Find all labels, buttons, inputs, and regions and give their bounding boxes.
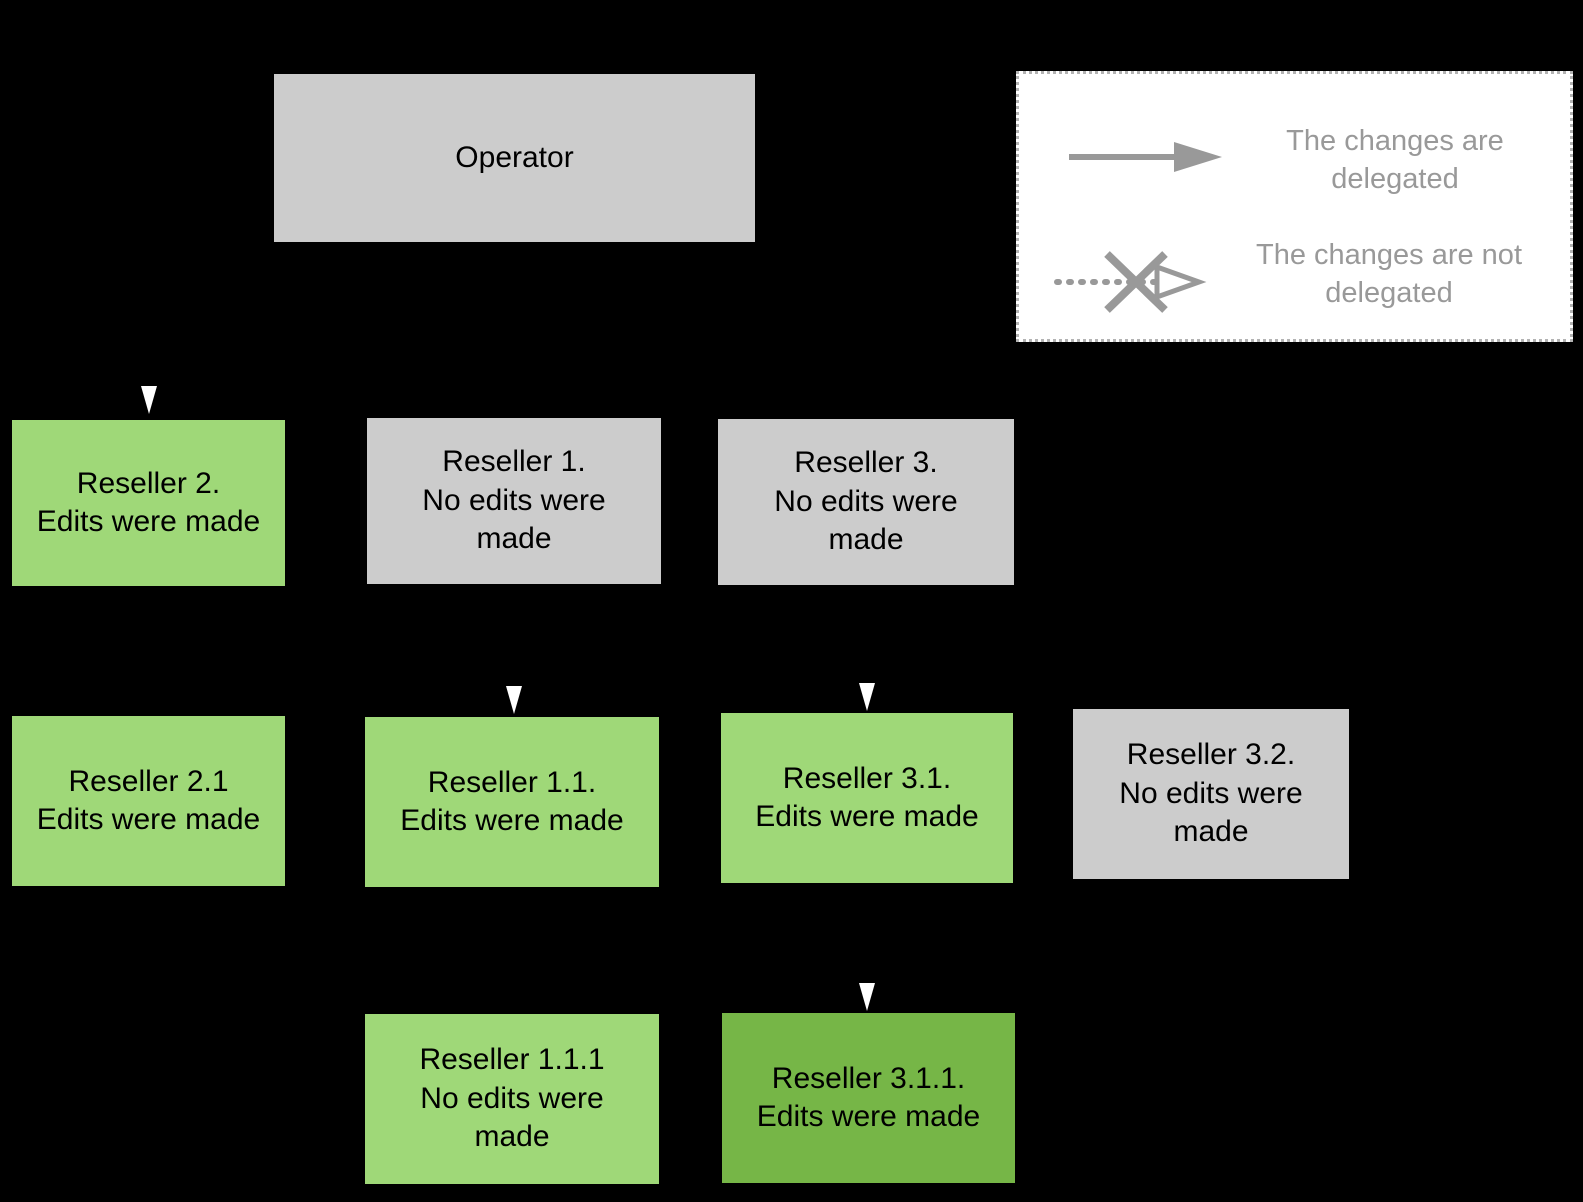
- arrowhead-icon: [859, 983, 875, 1011]
- node-reseller-3-1-label: Reseller 3.1. Edits were made: [755, 761, 979, 833]
- node-reseller-1-1-1[interactable]: Reseller 1.1.1 No edits were made: [365, 1014, 659, 1184]
- edge-reseller-3-1-to-reseller-3-1-1: [838, 883, 898, 1019]
- legend-label-not-delegated: The changes are not delegated: [1255, 239, 1522, 310]
- node-operator[interactable]: Operator: [274, 74, 755, 242]
- node-reseller-3-1-1-label: Reseller 3.1.1. Edits were made: [756, 1061, 981, 1133]
- legend-panel: The changes are delegated The changes ar…: [1016, 71, 1573, 342]
- node-reseller-3-1[interactable]: Reseller 3.1. Edits were made: [721, 713, 1013, 883]
- edge-reseller-1-to-reseller-1-1: [485, 584, 545, 724]
- node-reseller-1[interactable]: Reseller 1. No edits were made: [367, 418, 661, 584]
- node-reseller-1-1-1-label: Reseller 1.1.1 No edits were made: [419, 1043, 605, 1154]
- solid-arrow-icon: [1064, 136, 1244, 176]
- node-reseller-3-2[interactable]: Reseller 3.2. No edits were made: [1073, 709, 1349, 879]
- legend-label-delegated: The changes are delegated: [1286, 125, 1504, 196]
- arrowhead-icon: [859, 683, 875, 711]
- node-reseller-2-1-label: Reseller 2.1 Edits were made: [36, 764, 261, 836]
- node-reseller-1-label: Reseller 1. No edits were made: [422, 445, 606, 556]
- node-reseller-3[interactable]: Reseller 3. No edits were made: [718, 419, 1014, 585]
- node-reseller-2-label: Reseller 2. Edits were made: [36, 466, 261, 538]
- edge-operator-to-reseller-2: [120, 330, 180, 425]
- arrowhead-icon: [141, 386, 157, 414]
- node-operator-label: Operator: [455, 140, 574, 174]
- node-reseller-3-2-label: Reseller 3.2. No edits were made: [1119, 738, 1303, 849]
- node-reseller-2-1[interactable]: Reseller 2.1 Edits were made: [12, 716, 285, 886]
- node-reseller-3-label: Reseller 3. No edits were made: [774, 446, 958, 557]
- crossed-dotted-arrow-icon: [1049, 242, 1249, 322]
- arrowhead-icon: [506, 686, 522, 714]
- node-reseller-1-1[interactable]: Reseller 1.1. Edits were made: [365, 717, 659, 887]
- edge-reseller-3-to-reseller-3-1: [838, 585, 898, 721]
- node-reseller-1-1-label: Reseller 1.1. Edits were made: [400, 765, 624, 837]
- node-reseller-2[interactable]: Reseller 2. Edits were made: [12, 420, 285, 586]
- node-reseller-3-1-1[interactable]: Reseller 3.1.1. Edits were made: [722, 1013, 1015, 1183]
